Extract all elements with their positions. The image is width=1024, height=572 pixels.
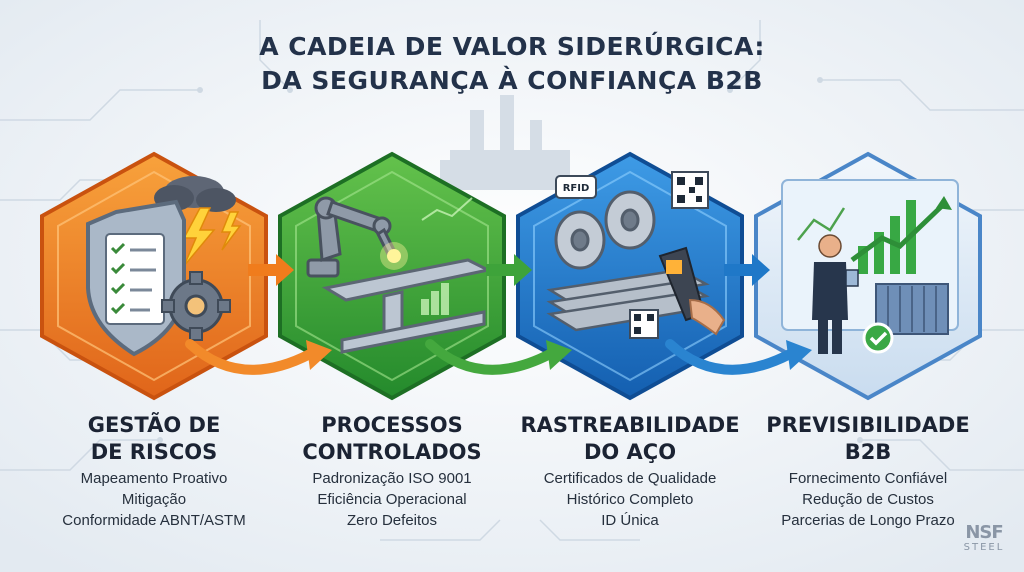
- shield-checklist-icon: [86, 199, 186, 357]
- arrow-right-3: [724, 254, 770, 286]
- robot-arm-icon: [306, 196, 396, 278]
- chart-icon: [421, 197, 473, 315]
- stage-risk-point: Conformidade ABNT/ASTM: [62, 512, 246, 529]
- stage-predictability-title-line-2: B2B: [844, 440, 892, 464]
- qr-code-small-icon: [629, 309, 659, 339]
- page-title-line-1: A CADEIA DE VALOR SIDERÚRGICA:: [259, 32, 765, 61]
- stage-process-hexagon: [278, 151, 506, 401]
- stage-process-title: PROCESSOS CONTROLADOS: [267, 412, 517, 466]
- stage-risk-title-line-1: GESTÃO DE: [87, 413, 221, 437]
- stage-process-title-line-2: CONTROLADOS: [302, 440, 482, 464]
- stage-predictability-title: PREVISIBILIDADE B2B: [743, 412, 993, 466]
- stage-predictability-points: Fornecimento Confiável Redução de Custos…: [743, 468, 993, 531]
- stage-risk-point: Mitigação: [121, 491, 187, 508]
- stage-traceability-point: Certificados de Qualidade: [543, 470, 717, 487]
- stage-predictability-title-line-1: PREVISIBILIDADE: [766, 413, 970, 437]
- rfid-label: RFID: [563, 183, 590, 194]
- steel-coil-icon: [554, 190, 656, 270]
- rfid-tag-icon: RFID: [555, 175, 597, 199]
- curved-arrow-3: [665, 339, 812, 375]
- stage-risk-title: GESTÃO DE DE RISCOS: [29, 412, 279, 466]
- stage-predictability-hexagon: [754, 151, 982, 401]
- page-title-line-2: DA SEGURANÇA À CONFIANÇA B2B: [261, 66, 763, 95]
- stage-traceability-point: Histórico Completo: [566, 491, 694, 508]
- stage-risk-hexagon: [40, 151, 268, 401]
- steel-plates-icon: [546, 268, 710, 332]
- gear-icon: [161, 271, 231, 341]
- stage-predictability-point: Fornecimento Confiável: [788, 470, 948, 487]
- stage-predictability-point: Parcerias de Longo Prazo: [781, 512, 955, 529]
- curved-arrow-2: [425, 339, 572, 375]
- stage-process-points: Padronização ISO 9001 Eficiência Operaci…: [267, 468, 517, 531]
- stage-predictability-point: Redução de Custos: [802, 491, 934, 508]
- scanner-icon: [658, 246, 726, 336]
- stage-traceability-title: RASTREABILIDADE DO AÇO: [505, 412, 755, 466]
- stage-traceability-hexagon: RFID: [516, 151, 744, 401]
- stage-traceability-title-line-2: DO AÇO: [583, 440, 677, 464]
- brand-logo-mark: NSF: [965, 522, 1003, 543]
- stage-process-title-line-1: PROCESSOS: [321, 413, 463, 437]
- welding-spark-icon: [380, 242, 408, 270]
- brand-logo: NSF STEEL: [954, 522, 1014, 554]
- stage-risk-points: Mapeamento Proativo Mitigação Conformida…: [29, 468, 279, 531]
- stage-risk-point: Mapeamento Proativo: [80, 470, 228, 487]
- stage-process-point: Padronização ISO 9001: [312, 470, 472, 487]
- stage-risk-title-line-2: DE RISCOS: [90, 440, 218, 464]
- arrow-right-1: [248, 254, 294, 286]
- check-icon: [862, 322, 894, 354]
- brand-logo-sub: STEEL: [963, 542, 1005, 553]
- curved-arrow-1: [185, 339, 332, 375]
- qr-code-icon: [671, 171, 709, 209]
- stage-traceability-points: Certificados de Qualidade Histórico Comp…: [505, 468, 755, 531]
- businessman-icon: [812, 234, 859, 354]
- container-icon: [875, 283, 949, 335]
- stage-traceability-point: ID Única: [601, 512, 659, 529]
- arrow-right-2: [486, 254, 532, 286]
- stage-process-point: Eficiência Operacional: [317, 491, 467, 508]
- stage-process-point: Zero Defeitos: [346, 512, 438, 529]
- growth-chart-icon: [797, 196, 952, 274]
- steel-beam-icon: [321, 258, 493, 354]
- stage-traceability-title-line-1: RASTREABILIDADE: [520, 413, 740, 437]
